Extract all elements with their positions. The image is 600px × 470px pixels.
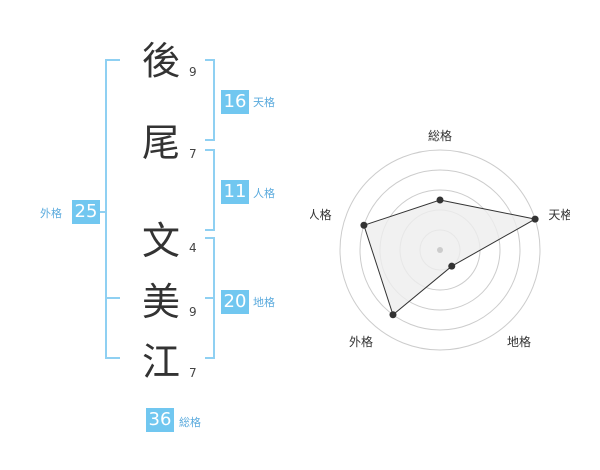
stroke-count-surname-2: 7 (189, 147, 197, 161)
stroke-count-given-1: 4 (189, 241, 197, 255)
radar-axis-label-4: 外格 (349, 334, 373, 349)
tenkaku-label: 天格 (253, 96, 275, 109)
radar-axis-label-1: 総格 (428, 128, 452, 143)
gaikaku-label: 外格 (40, 207, 62, 220)
name-char-given-2: 美 (142, 280, 181, 324)
radar-ring (359, 169, 521, 331)
radar-point-3 (448, 262, 456, 270)
jinkaku-label: 人格 (253, 187, 275, 200)
radar-axis-label-3: 地格 (507, 334, 531, 349)
stroke-count-given-2: 9 (189, 305, 197, 319)
soukaku-value: 36 (146, 408, 174, 432)
jinkaku-bracket (205, 149, 215, 231)
gaikaku-value: 25 (72, 200, 100, 224)
radar-point-1 (436, 196, 444, 204)
chikaku-label: 地格 (253, 296, 275, 309)
tenkaku-bracket (205, 59, 215, 141)
jinkaku-value: 11 (221, 180, 249, 204)
tenkaku-value: 16 (221, 90, 249, 114)
radar-series (363, 199, 537, 316)
name-char-given-1: 文 (142, 219, 181, 263)
gaikaku-bracket (105, 59, 120, 359)
chikaku-value: 20 (221, 290, 249, 314)
stroke-count-given-3: 7 (189, 366, 197, 380)
soukaku-label: 総格 (179, 416, 201, 429)
name-char-surname-2: 尾 (142, 121, 181, 165)
radar-point-5 (360, 221, 368, 229)
radar-axis-label-5: 人格 (310, 207, 332, 222)
radar-ring (339, 149, 541, 351)
radar-point-4 (389, 311, 397, 319)
stroke-count-surname-1: 9 (189, 65, 197, 79)
name-char-surname-1: 後 (142, 39, 181, 83)
radar-point-2 (531, 215, 539, 223)
name-char-given-3: 江 (142, 340, 181, 384)
radar-axis-label-2: 天格 (548, 207, 570, 222)
radar-center (437, 247, 443, 253)
